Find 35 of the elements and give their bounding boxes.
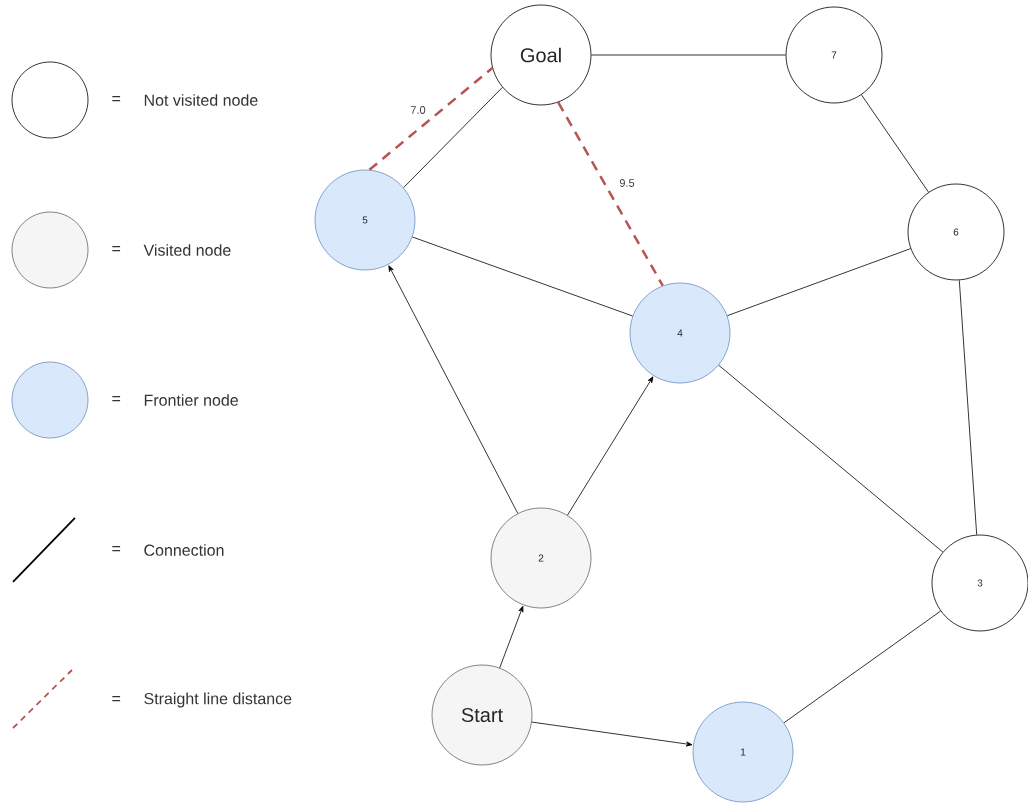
graph-node: 5 bbox=[314, 169, 416, 271]
arrow bbox=[567, 376, 654, 516]
graph-node: 4 bbox=[629, 282, 731, 384]
graph-node: 3 bbox=[931, 534, 1028, 632]
connection-line bbox=[861, 94, 929, 193]
graph-node: 7 bbox=[785, 6, 883, 104]
graph-node: Goal bbox=[490, 4, 592, 106]
connection-line bbox=[958, 279, 978, 536]
connection-line bbox=[403, 87, 503, 188]
edge-label: 9.5 bbox=[619, 179, 635, 187]
equals-sign: = bbox=[112, 396, 121, 402]
legend-text: Visited node bbox=[143, 244, 231, 256]
graph-node: Start bbox=[431, 664, 533, 766]
equals-sign: = bbox=[112, 546, 121, 552]
equals-sign: = bbox=[112, 246, 121, 252]
equals-sign: = bbox=[112, 96, 121, 102]
equals-sign: = bbox=[112, 696, 121, 702]
connection-line bbox=[783, 610, 941, 724]
graph-node: 1 bbox=[692, 701, 794, 803]
connection-line bbox=[591, 54, 786, 56]
connection-line bbox=[557, 101, 664, 287]
arrow bbox=[531, 721, 693, 747]
graph-node: 2 bbox=[490, 507, 592, 609]
edge-label: 7.0 bbox=[410, 106, 426, 114]
arrow bbox=[499, 605, 524, 669]
graph-node: 6 bbox=[907, 183, 1005, 281]
connection-line bbox=[412, 236, 633, 317]
connection-line bbox=[718, 364, 944, 553]
connection-line bbox=[368, 67, 494, 171]
connection-line bbox=[726, 248, 911, 317]
legend-text: Straight line distance bbox=[144, 692, 292, 708]
legend-text: Not visited node bbox=[144, 94, 258, 106]
arrow bbox=[388, 265, 519, 514]
legend-text: Frontier node bbox=[144, 394, 238, 406]
legend-text: Connection bbox=[144, 544, 224, 556]
